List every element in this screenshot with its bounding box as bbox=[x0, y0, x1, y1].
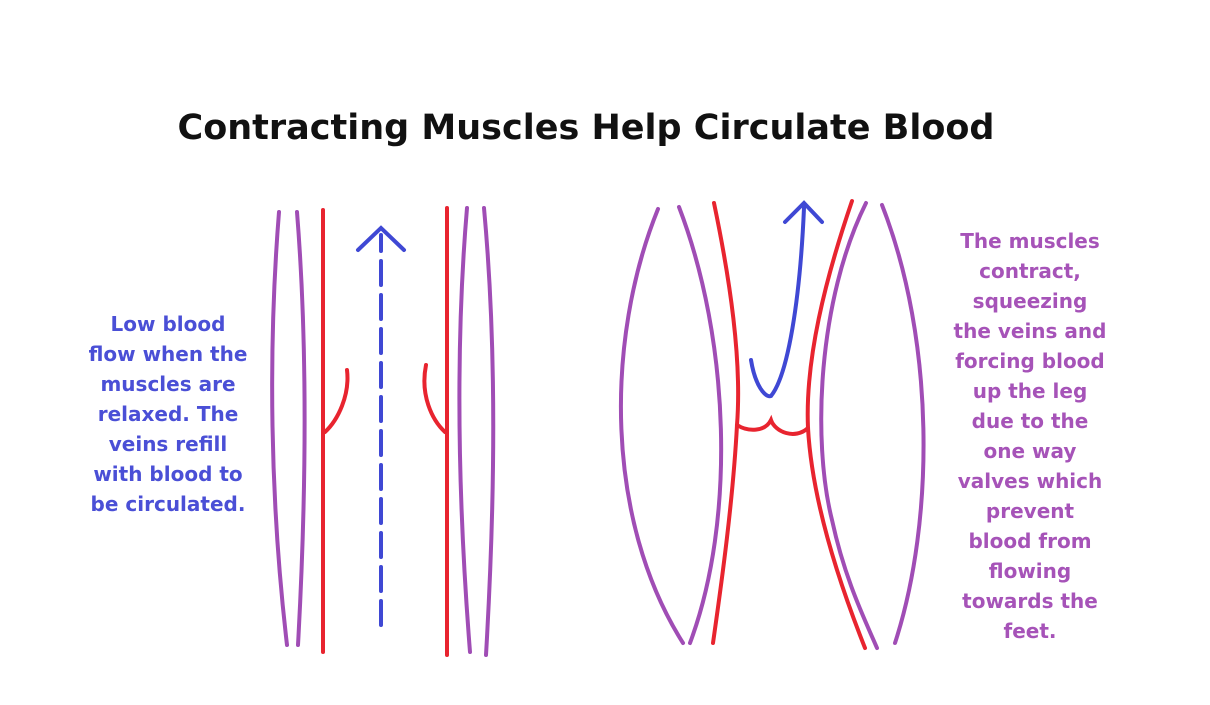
relaxed-right-outer-muscle bbox=[482, 206, 496, 657]
relaxed-right-valve-flap bbox=[422, 363, 447, 434]
contracted-left-inner-muscle bbox=[677, 205, 724, 645]
relaxed-left-outer-muscle bbox=[270, 210, 289, 647]
relaxed-caption: Low blood flow when the muscles are rela… bbox=[88, 312, 248, 516]
contracted-right-inner-muscle bbox=[819, 201, 879, 650]
relaxed-left-inner-muscle bbox=[295, 210, 307, 647]
contracted-right-vein-wall bbox=[805, 199, 867, 650]
relaxed-right-inner-muscle bbox=[457, 206, 472, 654]
relaxed-panel bbox=[270, 206, 496, 657]
contracted-left-vein-wall bbox=[711, 201, 741, 645]
contracted-right-outer-muscle bbox=[880, 203, 926, 645]
relaxed-left-valve-flap bbox=[323, 368, 350, 434]
contracted-panel bbox=[618, 199, 926, 650]
dashed-up-arrow-head bbox=[356, 225, 406, 252]
curved-up-arrow-head bbox=[783, 200, 824, 224]
contracted-valve-closed bbox=[735, 414, 810, 436]
diagram-title: Contracting Muscles Help Circulate Blood bbox=[177, 108, 995, 148]
curved-up-arrow-icon bbox=[749, 206, 806, 399]
contracted-left-outer-muscle bbox=[618, 207, 685, 645]
contracted-caption: The muscles contract, squeezing the vein… bbox=[953, 229, 1107, 643]
